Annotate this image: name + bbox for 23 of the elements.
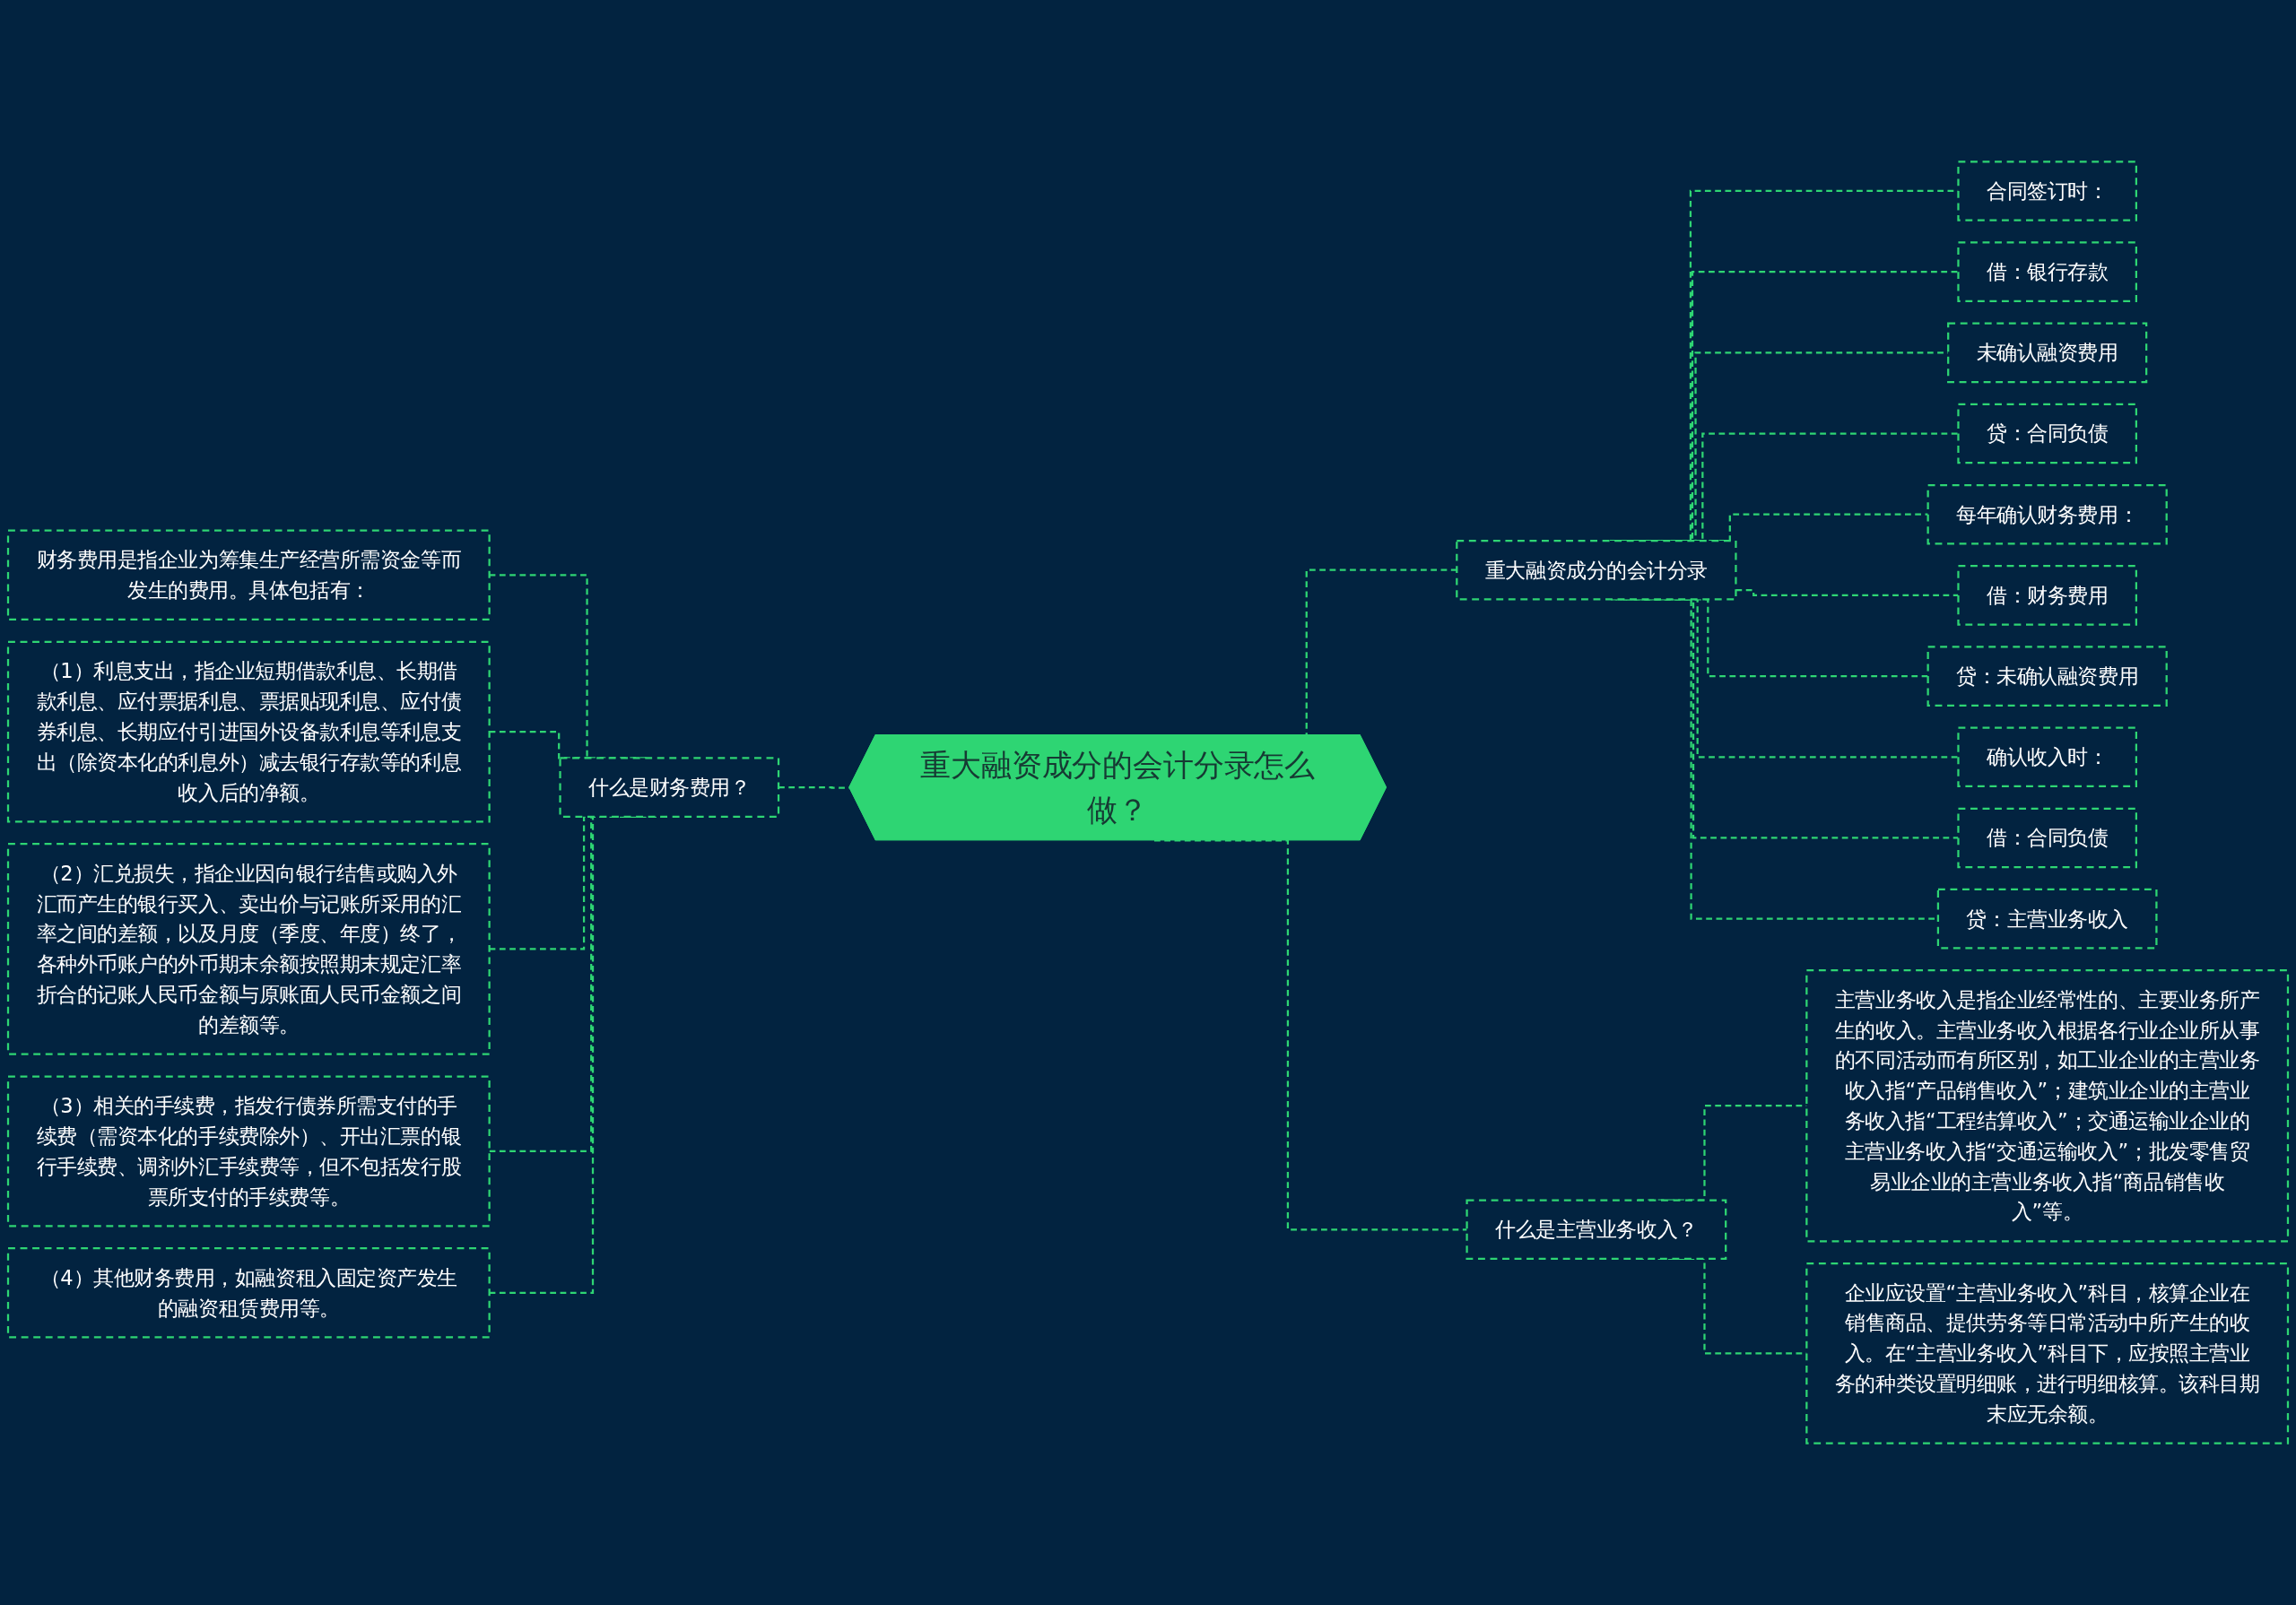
node-box: （3）相关的手续费，指发行债券所需支付的手续费（需资本化的手续费除外）、开出汇票的银行手续费、调剂外汇手续费等，但不包括发行股票所支付的手续费等。 bbox=[6, 1075, 491, 1228]
node-box: 重大融资成分的会计分录 bbox=[1456, 539, 1737, 601]
node-box: 贷：主营业务收入 bbox=[1936, 888, 2158, 950]
node-box: 借：财务费用 bbox=[1957, 565, 2137, 626]
node-box: 主营业务收入是指企业经常性的、主要业务所产生的收入。主营业务收入根据各行业企业所从事的不同活动而有所区别，如工业企业的主营业务收入指“产品销售收入”；建筑业企业的主营业务收入指“工程结算收入”；交通运输业企业的主营业务收入指“交通运输收入”；批发零售贸易业企业的主营业务收入指“商品销售收入”等。 bbox=[1805, 969, 2290, 1243]
node-box: 什么是财务费用？ bbox=[559, 757, 780, 818]
node-box: 确认收入时： bbox=[1957, 726, 2137, 788]
node-box: 什么是主营业务收入？ bbox=[1465, 1199, 1727, 1261]
node-box: 借：银行存款 bbox=[1957, 241, 2137, 302]
node-box: 每年确认财务费用： bbox=[1926, 483, 2168, 545]
node-box: 借：合同负债 bbox=[1957, 807, 2137, 869]
connector bbox=[1154, 839, 1467, 1231]
node-box: （4）其他财务费用，如融资租入固定资产发生的融资租赁费用等。 bbox=[6, 1247, 491, 1339]
connector bbox=[1735, 589, 1959, 597]
node-box: 贷：未确认融资费用 bbox=[1926, 646, 2168, 707]
node-box: 未确认融资费用 bbox=[1947, 322, 2148, 384]
node-box: 贷：合同负债 bbox=[1957, 403, 2137, 464]
connector bbox=[778, 785, 850, 789]
node-box: （1）利息支出，指企业短期借款利息、长期借款利息、应付票据利息、票据贴现利息、应付债券利息、长期应付引进国外设备款利息等利息支出（除资本化的利息外）减去银行存款等的利息收入后的净额。 bbox=[6, 640, 491, 823]
node-box: 企业应设置“主营业务收入”科目，核算企业在销售商品、提供劳务等日常活动中所产生的收入。在“主营业务收入”科目下，应按照主营业务的种类设置明细账，进行明细核算。该科目期末应无余额。 bbox=[1805, 1262, 2290, 1444]
node-box: （2）汇兑损失，指企业因向银行结售或购入外汇而产生的银行买入、卖出价与记账所采用的汇率之间的差额，以及月度（季度、年度）终了，各种外币账户的外币期末余额按照期末规定汇率折合的记账人民币金额与原账面人民币金额之间的差额等。 bbox=[6, 843, 491, 1055]
node-box: 合同签订时： bbox=[1957, 160, 2137, 221]
node-box: 财务费用是指企业为筹集生产经营所需资金等而发生的费用。具体包括有： bbox=[6, 529, 491, 621]
